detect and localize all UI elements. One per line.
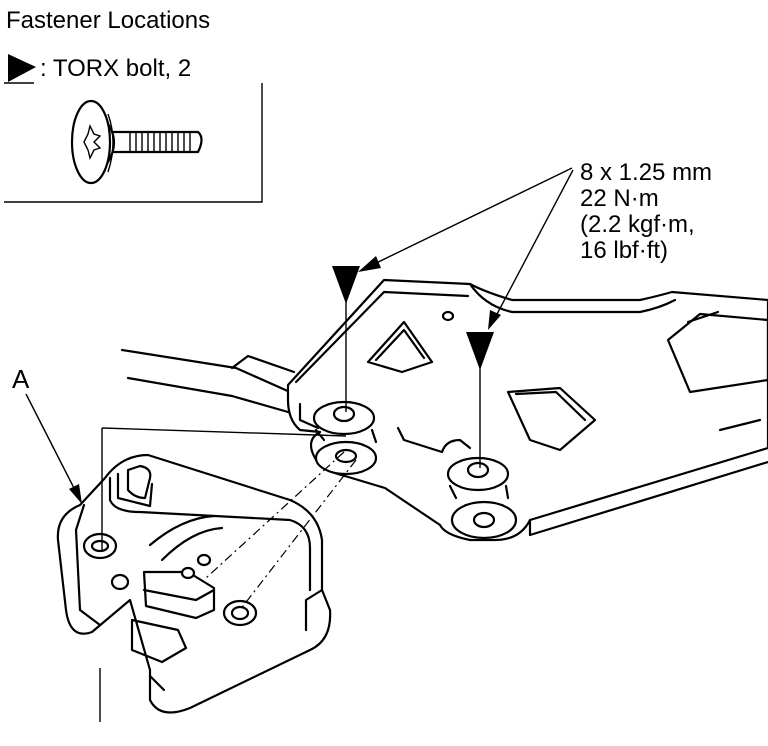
torx-bolt-legend-triangle-icon [8,54,36,82]
legend-label: : TORX bolt, 2 [40,55,192,82]
legend-box [4,82,263,203]
part-a-leader [25,393,82,504]
bolt-marker-right-icon [466,332,494,370]
bolt-marker-left-icon [332,266,360,304]
torque-spec: 8 x 1.25 mm 22 N·m (2.2 kgf·m, 16 lbf·ft… [580,160,712,264]
spec-line: (2.2 kgf·m, [580,211,695,238]
torx-bolt-icon [70,99,203,185]
spec-line: 8 x 1.25 mm [580,159,713,186]
spec-line: 16 lbf·ft) [580,237,669,264]
spec-line: 22 N·m [580,185,659,212]
page-title: Fastener Locations [6,7,211,34]
mounting-bracket [286,278,768,542]
alignment-lines [99,300,481,722]
trunk-latch [56,453,332,714]
part-label-a: A [12,364,30,394]
spec-leader-lines [358,167,574,330]
frame-rail [120,348,298,420]
